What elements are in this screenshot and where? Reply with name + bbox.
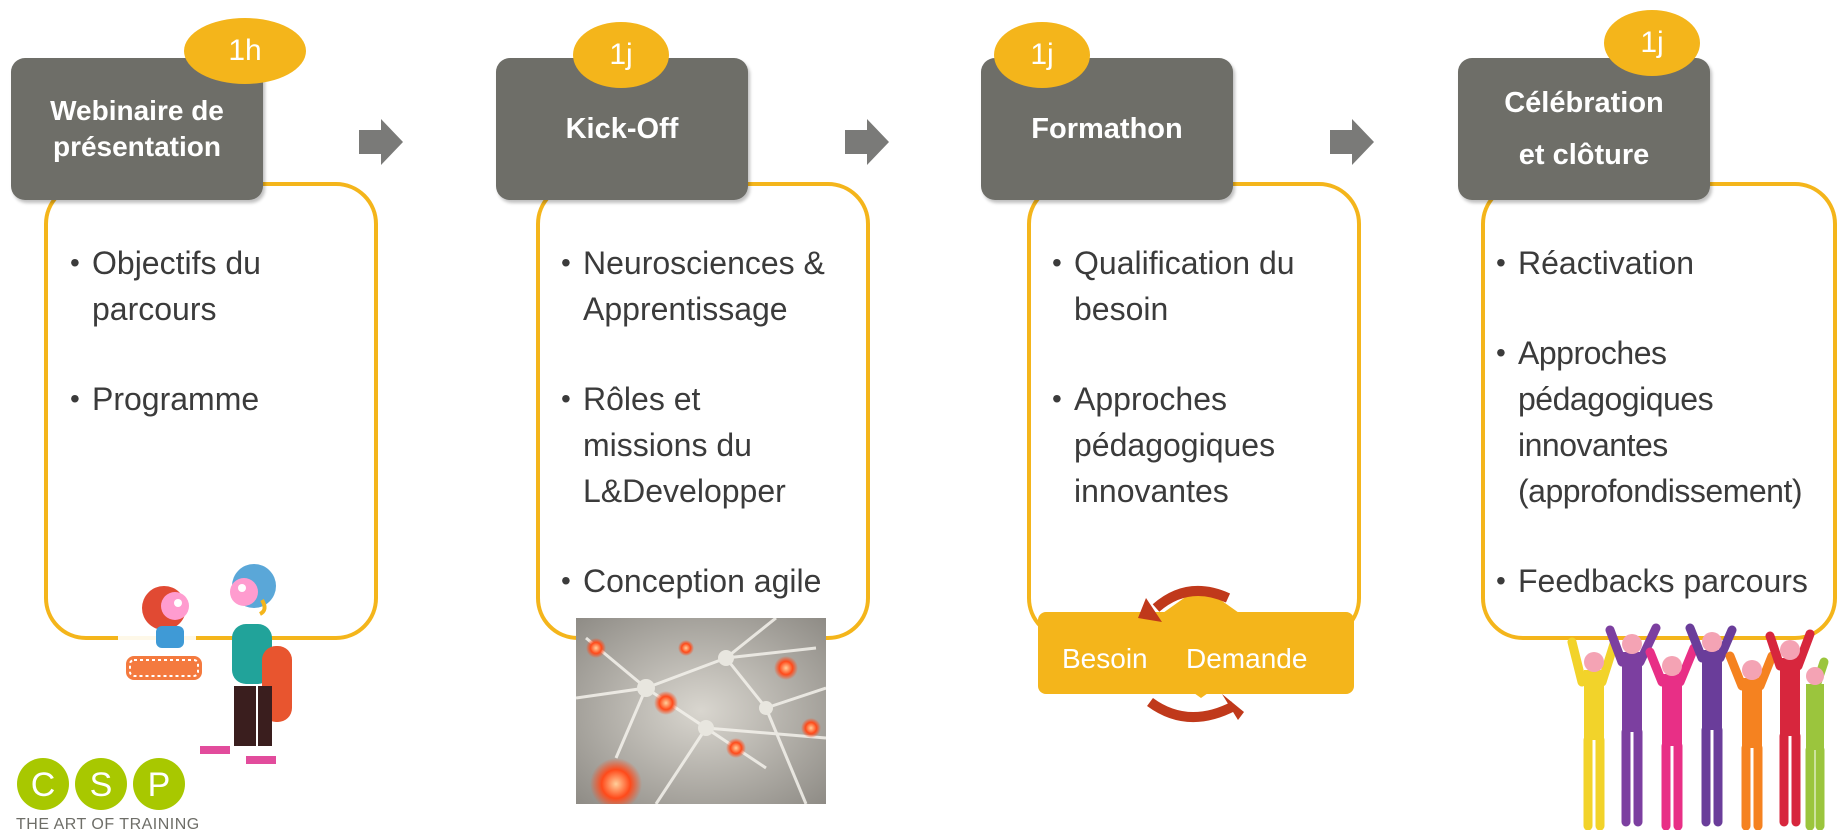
- step-4-bullet-list: Réactivation Approches pédagogiques inno…: [1496, 240, 1836, 648]
- step-3-header: Formathon: [981, 58, 1233, 200]
- step-3-bullet-list: Qualification du besoin Approches pédago…: [1052, 240, 1342, 558]
- step-2-bullet-list: Neurosciences & Apprentissage Rôles et m…: [561, 240, 861, 648]
- flow-arrow-1: [359, 119, 403, 165]
- flow-arrow-3: [1330, 119, 1374, 165]
- step-1-title-line-1: Webinaire de: [50, 95, 224, 126]
- step-4-duration-badge: 1j: [1604, 10, 1700, 76]
- demande-label: Demande: [1186, 643, 1307, 674]
- neurons-image: [576, 618, 826, 804]
- step-4-bullet: Réactivation: [1496, 240, 1836, 286]
- besoin-demande-graphic: Besoin Demande: [1038, 585, 1354, 722]
- step-2-bullet: Neurosciences & Apprentissage: [561, 240, 861, 332]
- step-1-title-line-2: présentation: [52, 131, 221, 162]
- step-2-bullet: Conception agile: [561, 558, 861, 604]
- step-4-bullet: Approches pédagogiques innovantes (appro…: [1496, 330, 1838, 514]
- people-at-computer-illustration: [118, 564, 292, 764]
- step-4-bullet: Feedbacks parcours: [1496, 558, 1836, 604]
- flow-arrow-2: [845, 119, 889, 165]
- step-3-bullet: Qualification du besoin: [1052, 240, 1342, 332]
- celebrating-crowd-illustration: [1567, 623, 1829, 830]
- step-2-duration-badge: 1j: [573, 22, 669, 88]
- step-1-bullet: Objectifs du parcours: [70, 240, 340, 332]
- step-1-bullet-list: Objectifs du parcours Programme: [70, 240, 340, 466]
- csp-logo: C S P: [17, 758, 185, 810]
- logo-letter-p: P: [148, 766, 171, 804]
- step-3-title: Formathon: [1031, 113, 1183, 145]
- step-4-header: Célébration et clôture: [1458, 58, 1710, 200]
- step-1-duration-badge: 1h: [184, 18, 306, 84]
- step-1-bullet: Programme: [70, 376, 340, 422]
- step-2-bullet: Rôles et missions du L&Developper: [561, 376, 813, 514]
- step-3-duration-badge: 1j: [994, 22, 1090, 88]
- step-3-bullet: Approches pédagogiques innovantes: [1052, 376, 1294, 514]
- besoin-label: Besoin: [1062, 643, 1148, 674]
- logo-tagline: THE ART OF TRAINING: [16, 816, 200, 833]
- logo-letter-s: S: [90, 766, 113, 804]
- logo-letter-c: C: [31, 766, 56, 804]
- step-1-header: Webinaire de présentation: [11, 58, 263, 200]
- step-4-title-line-1: Célébration: [1504, 87, 1664, 119]
- step-2-title: Kick-Off: [565, 113, 679, 145]
- step-4-title-line-2: et clôture: [1518, 139, 1650, 171]
